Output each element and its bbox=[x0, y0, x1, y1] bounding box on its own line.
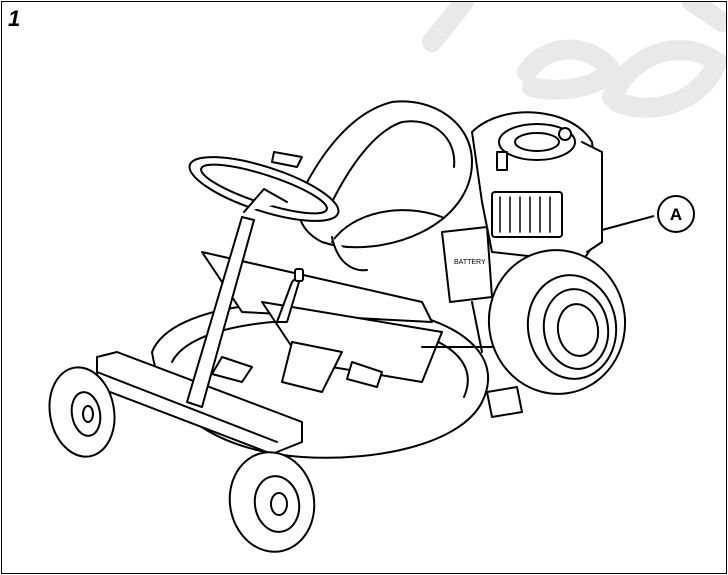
rear-right-wheel bbox=[487, 249, 627, 395]
front-right-wheel bbox=[228, 451, 316, 553]
figure-number: 1 bbox=[8, 6, 21, 31]
steering-column bbox=[186, 216, 255, 408]
callout-a: A bbox=[601, 195, 695, 233]
callout-a-label: A bbox=[670, 205, 682, 224]
svg-text:BATTERY: BATTERY bbox=[454, 259, 486, 266]
front-left-wheel bbox=[48, 366, 116, 458]
